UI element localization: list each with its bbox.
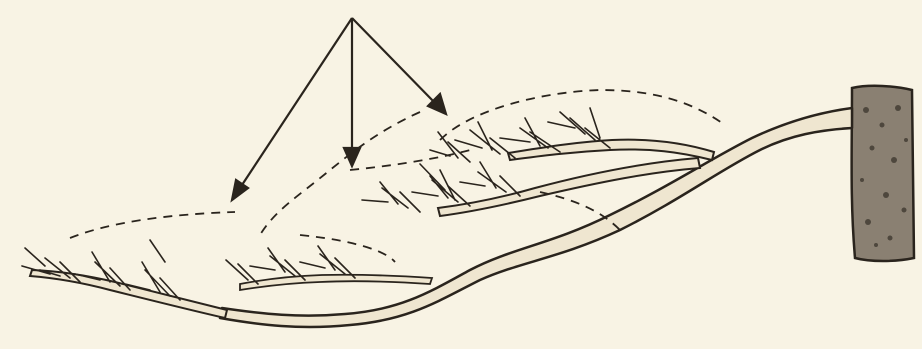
annotation-arrows xyxy=(232,18,446,200)
lower-tier-outline xyxy=(70,212,395,262)
arrow-left xyxy=(240,18,352,188)
tree-trunk xyxy=(852,86,914,261)
twig-clusters xyxy=(22,108,610,300)
arrow-left-head xyxy=(232,180,248,200)
middle-tier-outline xyxy=(350,150,620,230)
top-tier-inner-outline xyxy=(260,112,420,235)
arrow-right xyxy=(352,18,436,104)
